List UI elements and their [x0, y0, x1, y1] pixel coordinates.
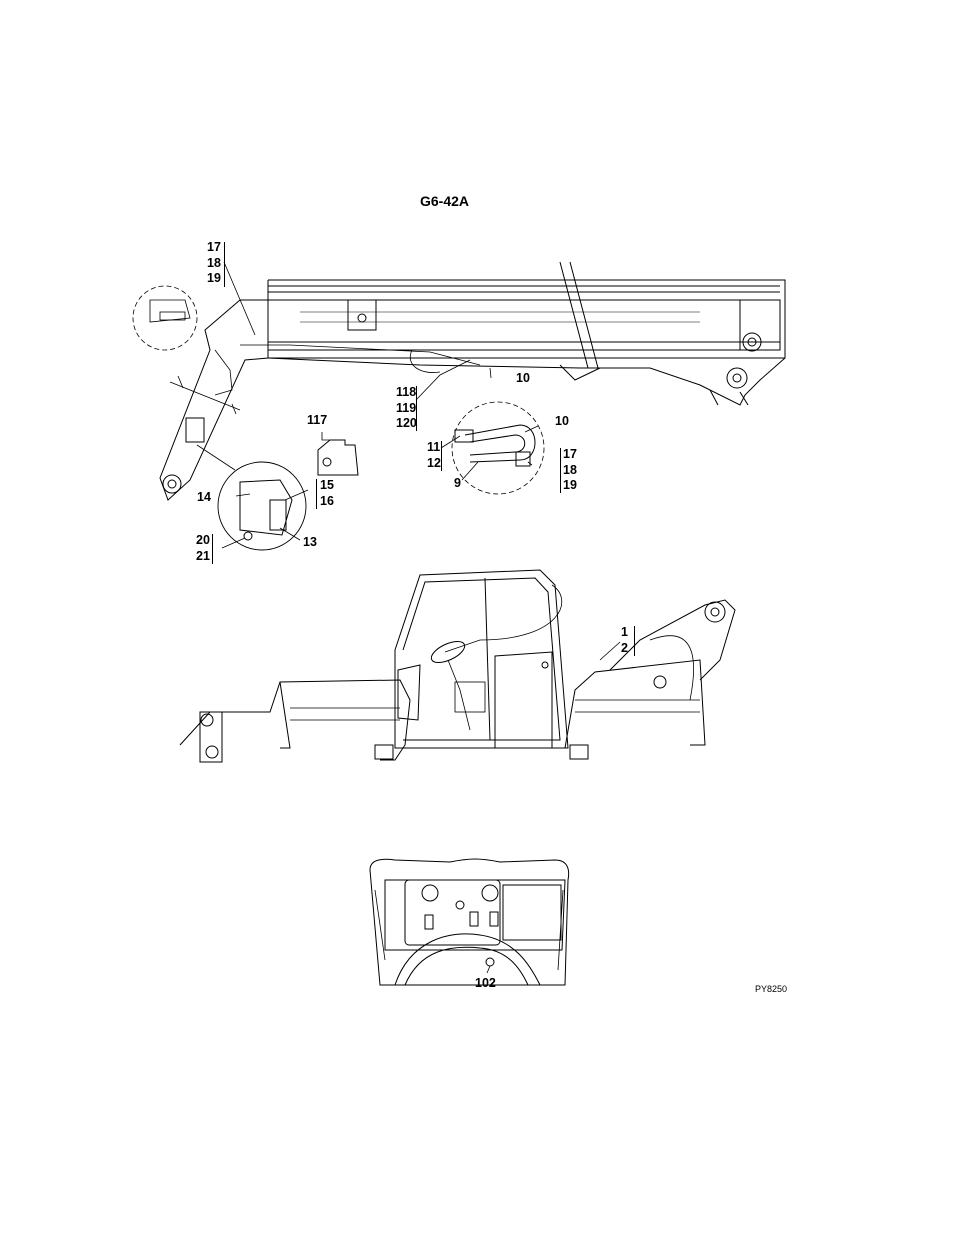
drawing-reference-code: PY8250 — [755, 984, 788, 994]
machine-chassis — [179, 569, 736, 763]
callout-13: 13 — [303, 535, 317, 549]
callout-118-119-120: 118 119 120 — [396, 385, 417, 430]
detail-bracket-117 — [317, 432, 359, 476]
drawing-title: G6-42A — [420, 193, 470, 209]
callout-1-2: 1 2 — [621, 625, 628, 655]
group-bar — [441, 441, 442, 471]
group-bar — [416, 386, 417, 431]
boom-assembly — [132, 261, 786, 501]
group-bar — [212, 534, 213, 564]
callout-11-12: 11 12 — [427, 440, 441, 470]
group-bar — [634, 626, 635, 656]
callout-17-18-19-top: 17 18 19 — [207, 240, 221, 285]
detail-hose-coupling — [451, 401, 545, 495]
callout-117: 117 — [307, 413, 328, 427]
callout-14: 14 — [197, 490, 211, 504]
group-bar — [560, 448, 561, 493]
group-bar — [224, 242, 225, 287]
group-bar — [316, 479, 317, 509]
callout-17-18-19-detail: 17 18 19 — [563, 447, 577, 492]
callout-9: 9 — [454, 476, 461, 490]
callout-20-21: 20 21 — [196, 533, 210, 563]
callout-10-detail: 10 — [555, 414, 569, 428]
callout-102: 102 — [475, 976, 496, 990]
leader-lines — [221, 261, 621, 974]
callout-15-16: 15 16 — [320, 478, 334, 508]
detail-switch-box — [196, 444, 307, 551]
dashboard-panel — [369, 858, 570, 986]
callout-10-hose: 10 — [516, 371, 530, 385]
